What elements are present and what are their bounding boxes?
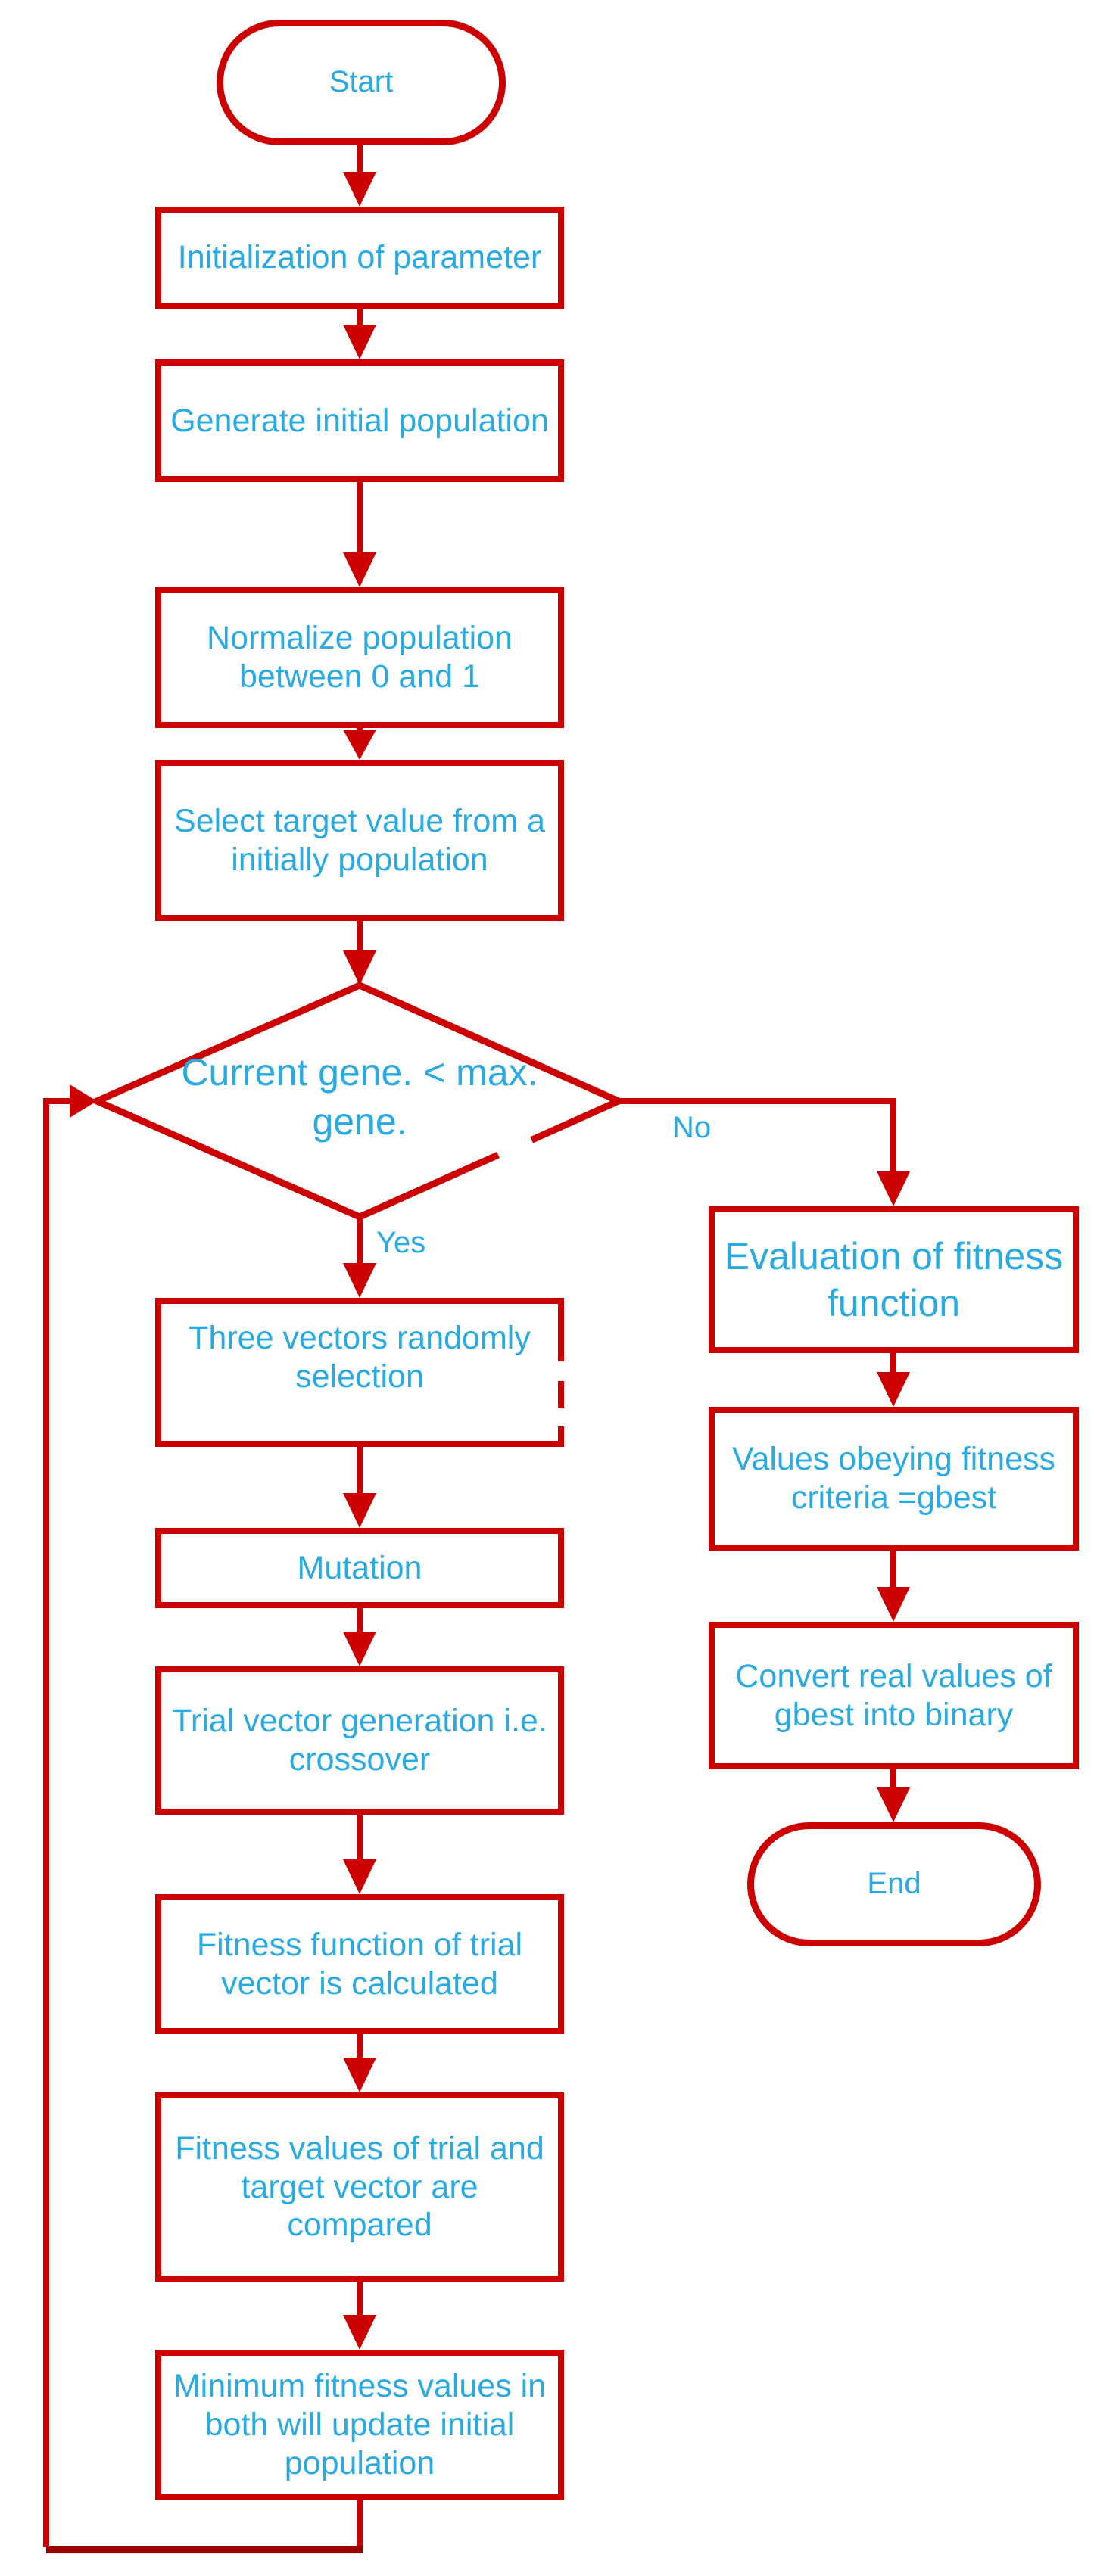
process-label: Convert real values of gbest into binary [735,1657,1052,1733]
arrow-fitnessfn-to-compare [343,2034,376,2092]
arrow-values-to-convert [877,1551,910,1622]
process-label: Select target value from a initially pop… [174,802,545,878]
process-minimum-fitness-update: Minimum fitness values in both will upda… [155,2350,564,2500]
decision-label: Current gene. < max. gene. [181,1051,538,1143]
process-label: Three vectors randomly selection [189,1319,531,1395]
process-initialization-of-parameter: Initialization of parameter [155,207,564,309]
arrow-convert-to-end [877,1769,910,1822]
diamond-edge-gap-artifact [495,1134,535,1160]
arrow-normalize-to-select [343,728,376,760]
process-convert-gbest-binary: Convert real values of gbest into binary [709,1622,1079,1769]
arrow-start-to-init [343,145,376,207]
process-generate-initial-population: Generate initial population [155,359,564,482]
loop-back-connector [43,1084,363,2553]
process-mutation: Mutation [155,1528,564,1608]
arrow-init-to-generate [343,309,376,359]
start-label: Start [329,65,394,99]
arrow-mutation-to-trial [343,1608,376,1666]
process-label: Trial vector generation i.e. crossover [172,1703,547,1778]
process-label: Normalize population between 0 and 1 [207,620,513,695]
process-label: Values obeying fitness criteria =gbest [731,1441,1056,1516]
process-evaluation-fitness-function: Evaluation of fitness function [709,1206,1079,1353]
arrow-compare-to-minupdate [343,2282,376,2350]
end-terminator: End [747,1822,1041,1946]
process-label: Minimum fitness values in both will upda… [173,2368,547,2481]
process-label: Fitness function of trial vector is calc… [196,1926,523,2002]
arrow-threevectors-to-mutation [343,1447,376,1528]
process-values-obeying-gbest: Values obeying fitness criteria =gbest [709,1407,1079,1551]
border-gap-artifact [557,1408,566,1426]
process-fitness-function-trial: Fitness function of trial vector is calc… [155,1894,564,2034]
end-label: End [867,1867,921,1901]
decision-label-wrap: Current gene. < max. gene. [132,1006,587,1188]
decision-yes-label: Yes [376,1226,426,1259]
decision-diamond-shape [88,982,628,1221]
border-gap-artifact [557,1361,566,1381]
process-three-vectors-selection: Three vectors randomly selection [155,1298,564,1447]
process-label: Evaluation of fitness function [724,1234,1064,1325]
arrow-eval-to-values [877,1353,910,1407]
process-label: Mutation [297,1549,422,1586]
process-label: Generate initial population [170,402,549,439]
process-fitness-values-compared: Fitness values of trial and target vecto… [155,2092,564,2282]
decision-no-connector [616,1098,910,1206]
start-terminator: Start [217,20,506,145]
process-normalize-population: Normalize population between 0 and 1 [155,587,564,728]
arrow-trial-to-fitnessfn [343,1815,376,1894]
decision-no-label: No [672,1111,712,1144]
process-label: Fitness values of trial and target vecto… [175,2130,544,2244]
arrow-decision-yes [343,1217,376,1298]
process-label: Initialization of parameter [177,239,542,276]
arrow-select-to-decision [343,921,376,985]
process-trial-vector-crossover: Trial vector generation i.e. crossover [155,1666,564,1815]
arrow-generate-to-normalize [343,482,376,587]
process-select-target-value: Select target value from a initially pop… [155,760,564,921]
